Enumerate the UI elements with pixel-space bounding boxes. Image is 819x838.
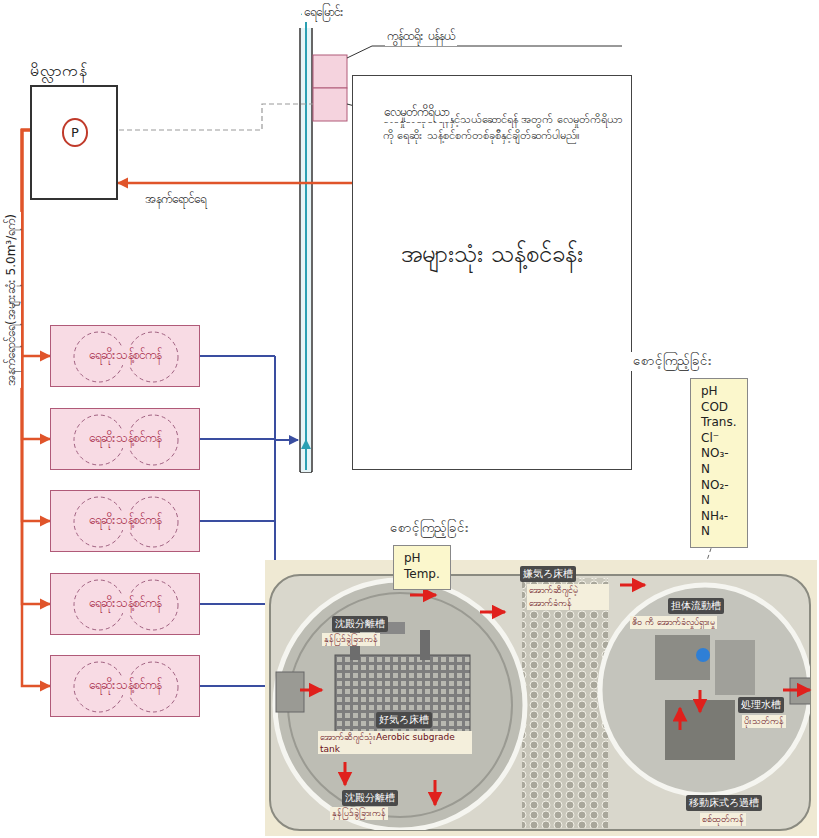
drawing-part xyxy=(265,560,817,836)
drawing-part xyxy=(600,585,810,795)
drawing-part xyxy=(313,88,347,121)
treatment-tank: ရေဆိုးသန့်စင်ကန် xyxy=(50,655,200,717)
node-text: ရေဆိုးသန့်စင်ကန် xyxy=(87,677,163,695)
drawing-part xyxy=(276,672,304,712)
node-text: ရေဆိုးသန့်စင်ကန် xyxy=(87,512,163,530)
drawing-part xyxy=(275,578,810,830)
tank-name-jp: 移動床式ろ過槽 xyxy=(686,795,762,811)
control-panel-label: ကွန်ထရိုး ပန်နယ် xyxy=(385,28,457,46)
drawing-part xyxy=(305,440,307,470)
drawing-part xyxy=(200,685,275,687)
edge-label: အနက်ရောင်ရေ xyxy=(143,191,208,209)
tank-name-jp: 処理水槽 xyxy=(738,697,784,713)
drawing-part xyxy=(200,438,275,440)
drawing-part xyxy=(288,593,512,817)
blower-label: လေမှုတ်ကိရိယာ xyxy=(382,104,451,122)
node-text: အများသုံး သန့်စင်ခန်း xyxy=(373,236,611,272)
monitoring-callout: စောင့်ကြည့်ခြင်းpH Temp. xyxy=(393,545,451,590)
drawing-part xyxy=(275,439,298,441)
drawing-part xyxy=(299,28,301,472)
node-heading: စောင့်ကြည့်ခြင်း xyxy=(388,519,471,538)
treatment-tank: ရေဆိုးသန့်စင်ကန် xyxy=(50,325,200,387)
treatment-tank: ရေဆိုးသန့်စင်ကန် xyxy=(50,490,200,552)
drawing-part xyxy=(699,690,702,712)
drawing-part xyxy=(420,630,430,660)
drawing-part xyxy=(620,584,645,587)
drawing-part xyxy=(344,762,347,785)
tank-name-my: ပိုးသတ်ကန် xyxy=(742,715,786,728)
drawing-part xyxy=(655,635,710,680)
node-text: ရေဆိုးသန့်စင်ကန် xyxy=(87,595,163,613)
public-toilet-box: လေမှုတ်ထုတ်ရန်နှင့်သယ်ဆောင်ရန် အတွက် လေမ… xyxy=(352,75,632,470)
flow-arrow xyxy=(22,130,50,604)
drawing-part xyxy=(313,55,347,88)
flow-arrow xyxy=(22,130,50,686)
drawing-part xyxy=(434,780,437,805)
drawing-part xyxy=(347,46,622,58)
tank-name-jp: 沈殿分離槽 xyxy=(332,616,388,632)
monitoring-callout: စောင့်ကြည့်ခြင်းpH COD Trans. Cl⁻ NO₃-N … xyxy=(690,378,748,548)
drawing-part xyxy=(300,689,322,692)
drawing-part xyxy=(783,689,810,692)
tank-name-jp: 担体流動槽 xyxy=(668,598,724,614)
pump-circle: P xyxy=(62,118,88,147)
drawing-part xyxy=(410,594,436,597)
node-text: pH Temp. xyxy=(404,551,440,582)
node-heading: စောင့်ကြည့်ခြင်း xyxy=(631,352,714,371)
treatment-tank: ရေဆိုးသန့်စင်ကန် xyxy=(50,408,200,470)
node-text: pH COD Trans. Cl⁻ NO₃-N NO₂-N NH₄-N xyxy=(701,384,737,540)
drawing-part xyxy=(480,611,505,614)
node-heading: မိလ္လာကန် xyxy=(30,60,88,84)
flow-arrow xyxy=(118,182,352,185)
drawing-part xyxy=(696,648,710,662)
drawing-part xyxy=(270,575,810,830)
tank-name-my: နှန်ပြဒ်ခွဲခြားကန် xyxy=(322,633,380,646)
black-water-flow-label: အနက်ရောင်ရေ(အများဆုံး 5.0m³/ရက်) xyxy=(3,212,21,388)
drawing-part xyxy=(679,708,682,730)
tank-name-jp: 沈殿分離槽 xyxy=(342,790,398,806)
drawing-part xyxy=(300,585,810,805)
treatment-unit-illustration xyxy=(265,560,817,836)
tank-name-my: အောက်ဆီဂျင်သုံးAerobic subgrade tank xyxy=(318,731,472,754)
tank-name-jp: 好気ろ床槽 xyxy=(376,712,432,728)
drawing-part xyxy=(715,640,755,695)
node-text: ရေဆိုးသန့်စင်ကန် xyxy=(87,347,163,365)
septic-tank-box: Pမိလ္လာကန် xyxy=(30,85,118,200)
drain-pipe xyxy=(300,6,312,472)
drawing-part xyxy=(522,578,608,828)
drawing-part xyxy=(305,6,307,470)
treatment-tank: ရေဆိုးသန့်စင်ကန် xyxy=(50,573,200,635)
drawing-part xyxy=(200,603,275,605)
tank-name-my: ဇီဝ ကီ အောက်ခံလှုပ်ရှားမှု xyxy=(630,616,717,629)
tank-name-my: စစ်ထုတ်ကန် xyxy=(700,813,746,826)
node-text: ရေဆိုးသန့်စင်ကန် xyxy=(87,430,163,448)
signal-line xyxy=(87,104,313,130)
drawing-part xyxy=(200,520,275,522)
node-text: P xyxy=(71,125,79,140)
drain-label: ရေမြောင်း xyxy=(302,4,346,22)
tank-name-my: နှန်ပြဒ်ခွဲခြားကန် xyxy=(330,807,388,820)
tank-name-my: အောက်ဆီဂျင်မဲ့ အောက်ခံကန် xyxy=(527,584,609,610)
drawing-part xyxy=(200,355,275,357)
drawing-part xyxy=(275,580,525,830)
tank-name-jp: 嫌気ろ床槽 xyxy=(520,566,576,582)
